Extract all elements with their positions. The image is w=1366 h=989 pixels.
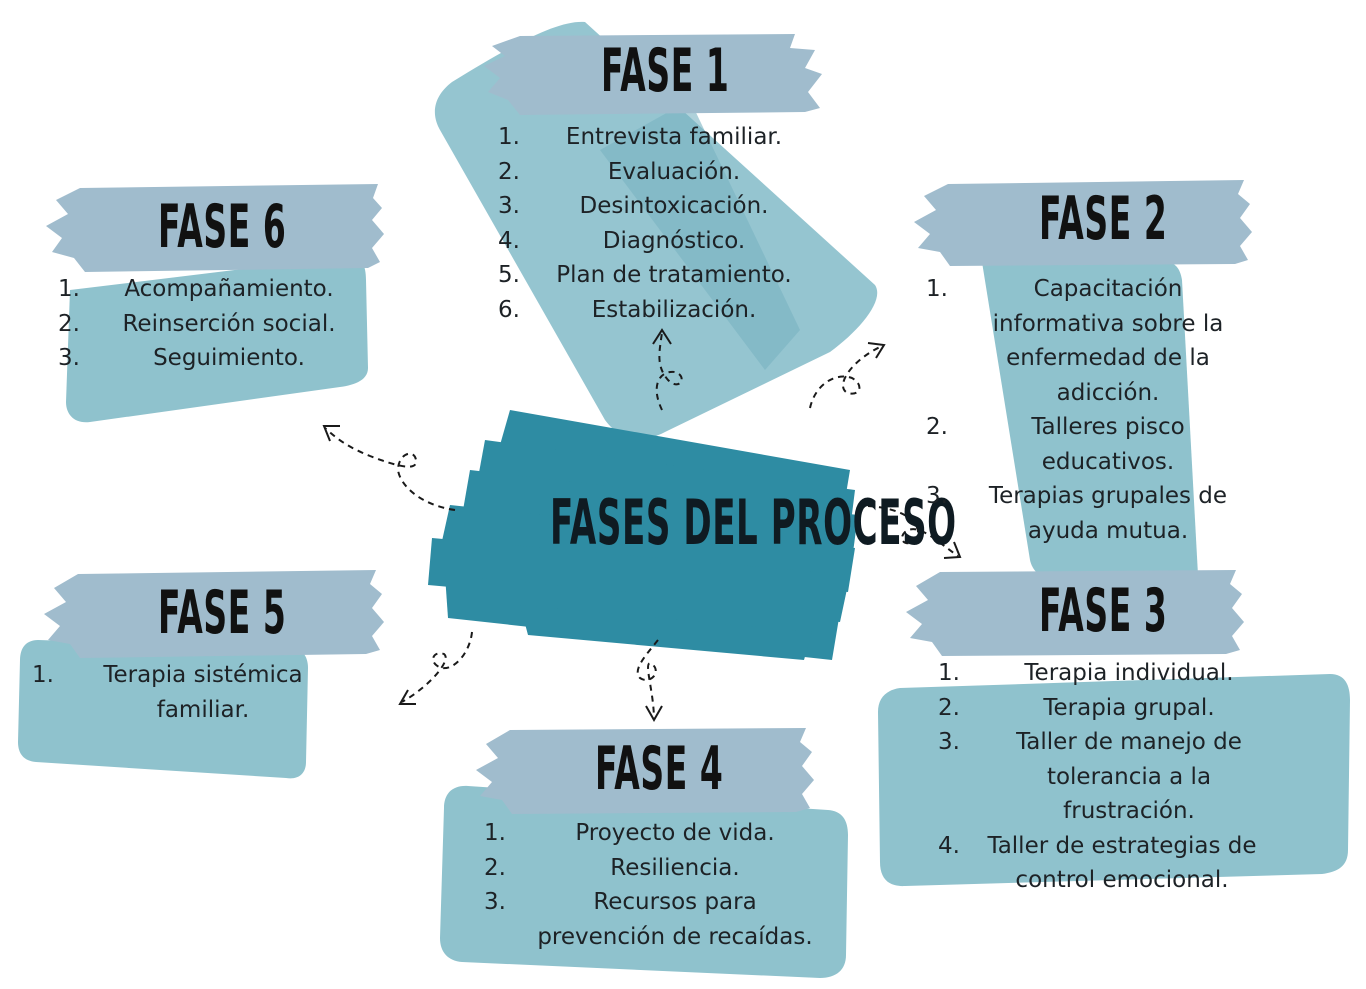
phase-3-card: [878, 674, 1350, 887]
phase-2-title: FASE 2: [1039, 184, 1168, 254]
phase-4-card: [440, 785, 848, 978]
list-item: 1.Terapia individual.: [938, 660, 1234, 686]
phase-5-card: [18, 640, 308, 779]
list-item: 2.Evaluación.: [498, 158, 741, 185]
arrow-to-phase-1-head: [652, 328, 672, 345]
phase-2-list: 1.Capacitación informativa sobre la enfe…: [926, 272, 1248, 548]
list-item: 6.Estabilización.: [498, 296, 757, 323]
phase-5-title: FASE 5: [158, 578, 287, 648]
phase-1-title: FASE 1: [601, 36, 730, 106]
phase-3-title: FASE 3: [1039, 576, 1168, 646]
list-item: 3.Terapias grupales de ayuda mutua.: [926, 483, 1228, 544]
list-item: 5.Plan de tratamiento.: [498, 262, 792, 288]
arrow-to-phase-6: [324, 427, 456, 511]
phase-1-header-brush: [484, 34, 822, 115]
arrow-to-phase-3: [867, 505, 959, 557]
phase-3-header-brush: [906, 570, 1244, 656]
phase-6-card: [66, 256, 368, 423]
phase-4-title: FASE 4: [595, 734, 724, 804]
center-title: FASES DEL PROCESO: [550, 486, 957, 559]
arrow-to-phase-6-head: [322, 425, 340, 442]
phase-6-list: 1.Acompañamiento. 2.Reinserción social. …: [58, 272, 358, 376]
arrow-to-phase-2-head: [867, 342, 886, 359]
phase-4-header-brush: [476, 728, 814, 814]
phase-2-header-brush: [914, 180, 1252, 266]
list-item: 2.Talleres pisco educativos.: [926, 414, 1185, 475]
list-item: 1.Terapia sistémica familiar.: [32, 662, 303, 723]
arrow-to-phase-4-head: [645, 705, 663, 723]
arrow-to-phase-2: [809, 345, 883, 409]
list-item: 1.Acompañamiento.: [58, 276, 334, 302]
phase-3-list: 1.Terapia individual. 2.Terapia grupal. …: [938, 656, 1278, 898]
arrow-to-phase-5-head: [398, 689, 416, 705]
list-item: 3.Desintoxicación.: [498, 193, 769, 219]
arrow-to-phase-5: [401, 631, 473, 703]
list-item: 1.Entrevista familiar.: [498, 124, 783, 150]
list-item: 1.Proyecto de vida.: [484, 820, 775, 846]
connector-arrows: [322, 328, 962, 723]
phase-6-header-brush: [46, 184, 384, 272]
list-item: 3.Recursos para prevención de recaídas.: [484, 889, 813, 950]
list-item: 2.Terapia grupal.: [938, 694, 1215, 721]
arrow-to-phase-3-head: [943, 541, 962, 559]
phase-5-list: 1.Terapia sistémica familiar.: [32, 658, 332, 727]
list-item: 1.Capacitación informativa sobre la enfe…: [926, 276, 1224, 406]
phase-2-card: [982, 262, 1198, 578]
center-brush: [428, 410, 858, 660]
list-item: 2.Resiliencia.: [484, 854, 740, 881]
phase-1-card-overlap: [600, 100, 800, 370]
arrow-to-phase-1: [655, 331, 683, 411]
phase-1-list: 1.Entrevista familiar. 2.Evaluación. 3.D…: [498, 120, 808, 327]
phase-4-list: 1.Proyecto de vida. 2.Resiliencia. 3.Rec…: [484, 816, 824, 954]
list-item: 2.Reinserción social.: [58, 310, 336, 337]
phase-5-header-brush: [44, 570, 384, 658]
list-item: 3.Taller de manejo de tolerancia a la fr…: [938, 729, 1242, 824]
list-item: 4.Diagnóstico.: [498, 227, 746, 254]
list-item: 4.Taller de estrategias de control emoci…: [938, 832, 1257, 894]
phase-6-title: FASE 6: [158, 192, 287, 262]
list-item: 3.Seguimiento.: [58, 345, 305, 371]
